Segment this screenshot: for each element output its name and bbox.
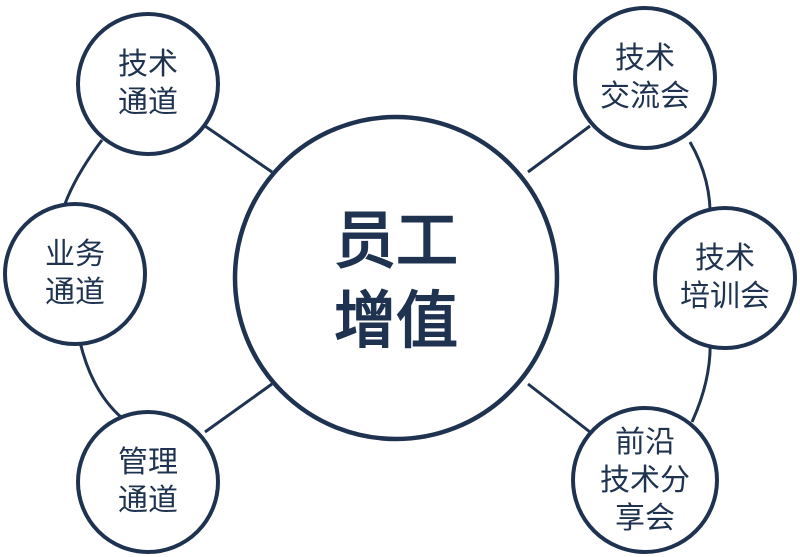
spoke-connector [527,124,591,174]
node-label-line: 业务 [45,237,105,272]
node-tech-exchange: 技术 交流会 [573,6,717,150]
node-label-line: 技术分 [600,463,690,498]
node-frontier-tech-sharing: 前沿 技术分 享会 [571,406,719,554]
node-label-line: 前沿 [615,425,675,460]
node-circle [571,406,719,554]
node-label-line: 享会 [615,501,675,536]
node-management-channel: 管理 通道 [76,410,220,554]
node-label-line: 技术 [695,241,755,276]
node-circle [76,410,220,554]
node-label-line: 技术 [118,47,178,82]
node-label-line: 通道 [118,85,178,120]
node-label-line: 交流会 [600,79,690,114]
left-arc-connector [78,341,123,420]
node-circle [573,6,717,150]
spoke-connector [204,382,273,434]
center-title-line-1: 员工 [334,204,458,277]
center-node: 员工 增值 [232,114,560,442]
center-circle [232,114,560,442]
node-label-line: 通道 [118,483,178,518]
node-circle [653,206,797,350]
node-circle [76,12,220,156]
right-arc-connector [690,337,712,423]
node-business-channel: 业务 通道 [3,202,147,346]
spoke-connector [527,382,591,434]
center-title-line-2: 增值 [334,284,458,357]
node-tech-training: 技术 培训会 [653,206,797,350]
node-label-line: 技术 [615,41,675,76]
spoke-connector [204,124,273,174]
node-label-line: 管理 [118,445,178,480]
node-circle [3,202,147,346]
node-label-line: 培训会 [680,279,770,314]
node-label-line: 通道 [45,275,105,310]
node-tech-channel: 技术 通道 [76,12,220,156]
